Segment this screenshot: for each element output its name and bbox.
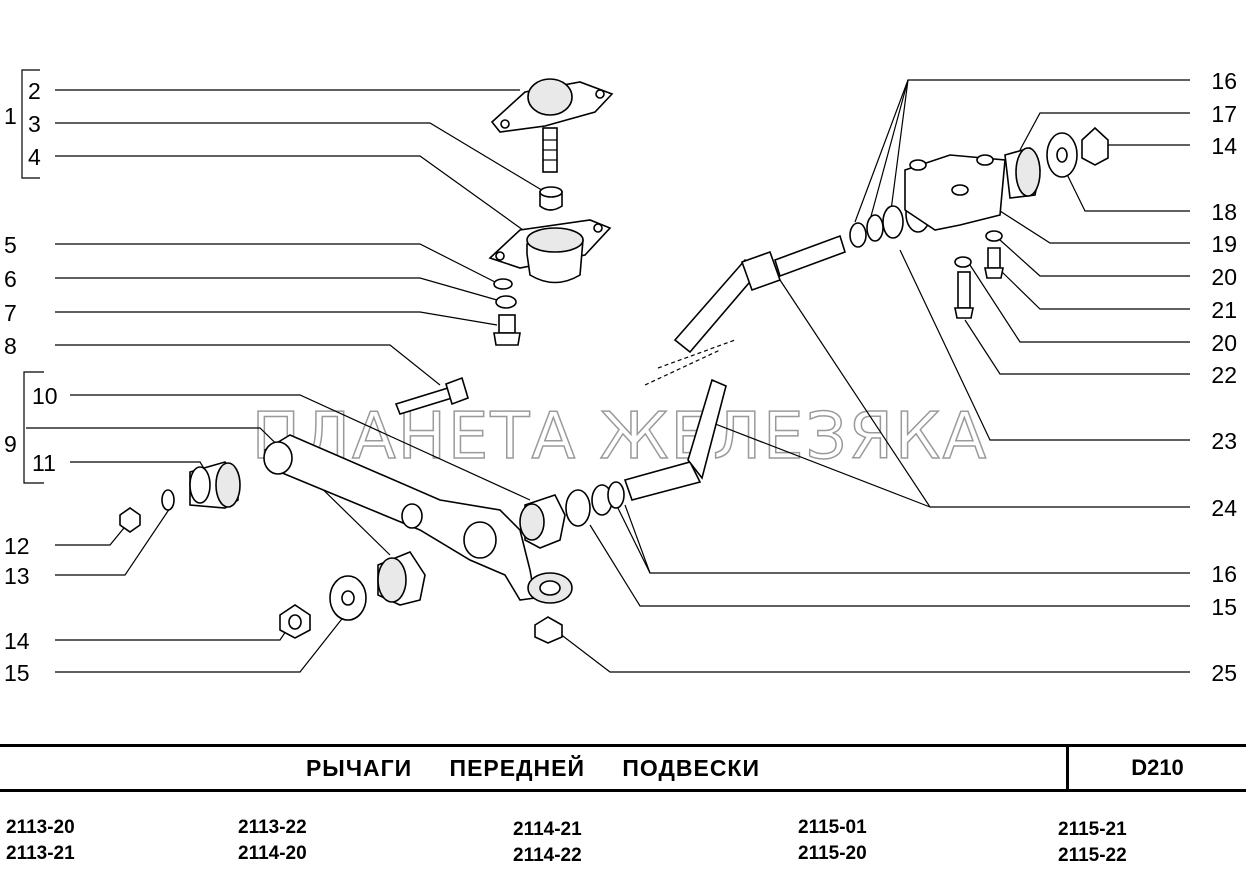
model-col-3: 2114-21 2114-22 [513,817,582,869]
bracket-group-9 [23,371,44,484]
page-title: РЫЧАГИ ПЕРЕДНЕЙ ПОДВЕСКИ [305,755,761,781]
silent-block-11 [189,461,241,509]
model-code: 2114-21 [513,819,582,840]
callout-20-lower: 20 [1211,330,1237,356]
callout-4: 4 [28,144,41,170]
callout-1: 1 [4,103,17,129]
model-col-1: 2113-20 2113-21 [6,815,75,867]
washer-6 [495,295,517,309]
bushing-17 [1004,147,1041,199]
title-bar: РЫЧАГИ ПЕРЕДНЕЙ ПОДВЕСКИ D210 [0,744,1246,792]
boot-housing [488,219,612,284]
model-code: 2115-01 [798,817,867,838]
model-code: 2113-20 [6,817,75,838]
silent-block-lower [377,551,426,606]
model-col-2: 2113-22 2114-20 [238,815,307,867]
model-code: 2115-20 [798,843,867,864]
callout-20-upper: 20 [1211,264,1237,290]
washer-15 [329,575,367,621]
nut-14-right [1081,126,1109,166]
callout-22: 22 [1211,362,1237,388]
bushing-3 [539,186,563,211]
page-code: D210 [1131,755,1184,780]
code-divider [1066,747,1069,789]
bolt-21 [984,230,1004,279]
washer-13 [161,489,175,511]
washer-5 [493,278,513,290]
callout-19: 19 [1211,231,1237,257]
nut-12 [119,507,141,533]
nut-14 [279,604,311,639]
suspension-diagram: ПЛАНЕТА ЖЕЛЕЗЯКА [4,68,1237,686]
callout-6: 6 [4,266,17,292]
model-code: 2113-21 [6,843,75,864]
callout-15-right: 15 [1211,594,1237,620]
callout-17: 17 [1211,101,1237,127]
lower-arm [263,434,573,604]
model-code: 2115-22 [1058,845,1127,866]
callout-3: 3 [28,111,41,137]
callout-2: 2 [28,78,41,104]
callout-13: 13 [4,563,30,589]
model-code: 2114-20 [238,843,307,864]
nut-25 [534,616,563,644]
callout-14-left: 14 [4,628,30,654]
callout-18: 18 [1211,199,1237,225]
bolt-7 [493,314,521,346]
strut-rod-upper [673,234,846,354]
callout-25: 25 [1211,660,1237,686]
callout-12: 12 [4,533,30,559]
callout-9: 9 [4,431,17,457]
bolt-22 [954,256,974,319]
watermark: ПЛАНЕТА ЖЕЛЕЗЯКА [252,400,988,474]
callout-8: 8 [4,333,17,359]
silent-block-10 [519,494,566,549]
model-col-5: 2115-21 2115-22 [1058,817,1127,869]
callout-23: 23 [1211,428,1237,454]
strut-rod-lower [565,378,727,527]
model-col-4: 2115-01 2115-20 [798,815,867,867]
callout-14-right: 14 [1211,133,1237,159]
model-code: 2113-22 [238,817,307,838]
callout-16-lower: 16 [1211,561,1237,587]
strut-bracket [904,154,1006,231]
callout-10: 10 [32,383,58,409]
callout-15-left: 15 [4,660,30,686]
callout-5: 5 [4,232,17,258]
washer-18 [1046,132,1078,178]
callout-21: 21 [1211,297,1237,323]
ball-joint [490,78,614,173]
callout-16-upper: 16 [1211,68,1237,94]
callout-24: 24 [1211,495,1237,521]
callout-7: 7 [4,300,17,326]
bracket-group-1 [21,69,40,179]
model-code: 2114-22 [513,845,582,866]
callout-labels: 1 2 3 4 5 6 7 8 9 10 11 12 13 14 15 16 1… [4,68,1237,686]
model-code: 2115-21 [1058,819,1127,840]
callout-11: 11 [32,450,56,476]
bolt-8 [394,376,469,415]
